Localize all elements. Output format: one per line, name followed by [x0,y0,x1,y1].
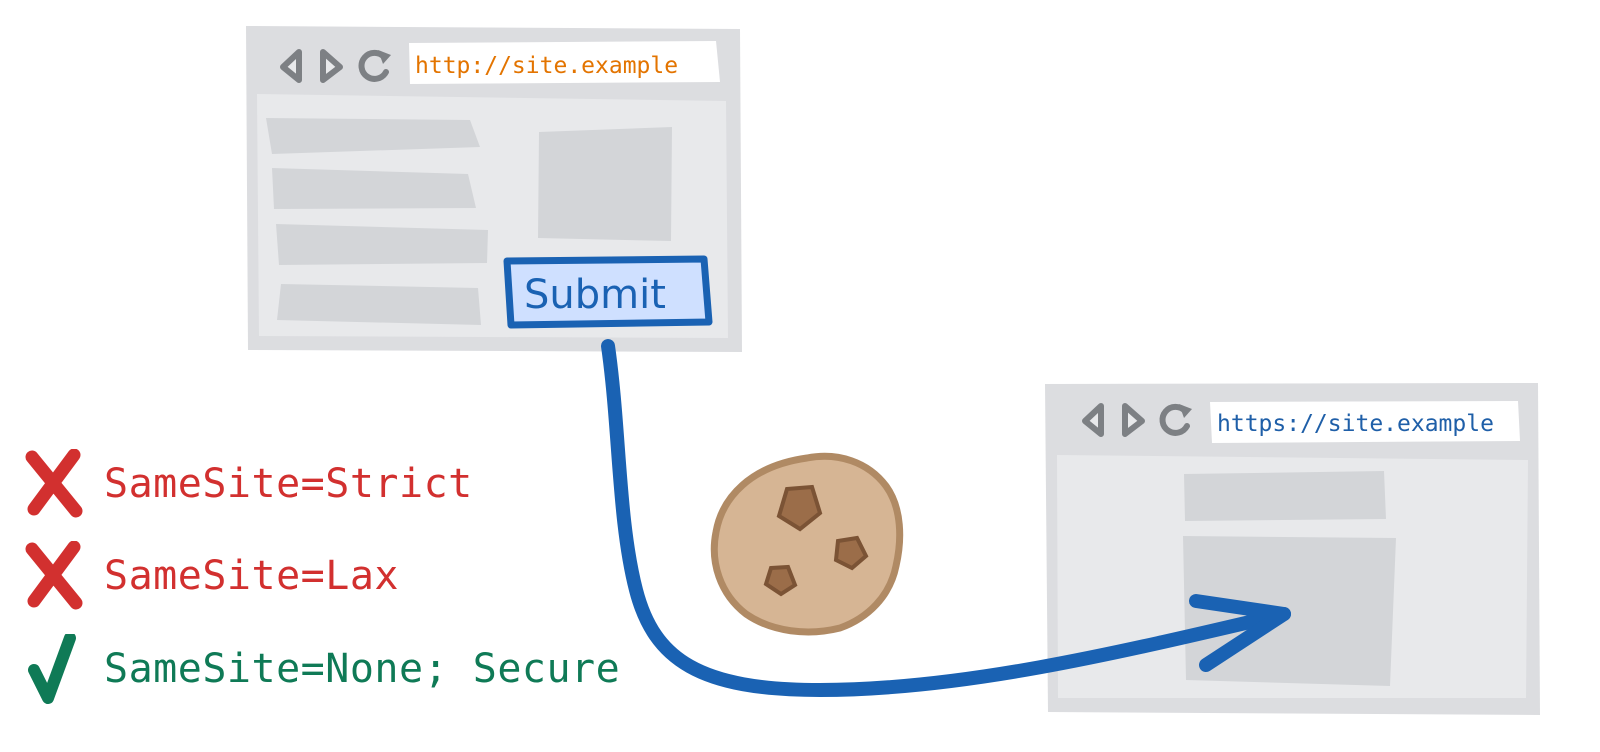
address-bar-url: http://site.example [415,53,678,79]
address-bar[interactable] [409,41,720,84]
reload-icon [358,49,391,82]
rule-text: SameSite=Strict [104,461,473,507]
arrowhead [1189,594,1291,672]
reload-icon [1159,403,1192,436]
content-placeholder [1184,471,1386,521]
content-placeholder [277,284,481,325]
forward-icon [320,49,343,83]
image-placeholder [538,127,672,241]
rule-samesite-strict: SameSite=Strict [24,449,473,519]
rule-text: SameSite=None; Secure [104,646,621,692]
back-icon [280,49,302,83]
content-placeholder [272,168,476,209]
request-arrow [601,339,1291,698]
rule-samesite-none-secure: SameSite=None; Secure [24,634,620,704]
source-browser-window: http://site.example Submit [246,26,742,352]
target-browser-window: https://site.example [1045,383,1540,715]
check-icon [28,634,76,704]
back-icon [1082,403,1104,437]
chocolate-chip [763,564,798,597]
cookie-icon [710,452,904,636]
submit-button-label: Submit [524,272,666,318]
submit-button[interactable]: Submit [503,255,713,329]
chocolate-chip [776,484,823,532]
forward-icon [1122,403,1145,437]
content-placeholder [266,118,480,154]
rule-samesite-lax: SameSite=Lax [24,541,399,611]
cross-icon [25,449,83,518]
chocolate-chip [833,535,869,571]
cross-icon [25,541,83,610]
content-placeholder [276,224,488,265]
address-bar[interactable] [1210,401,1520,443]
rule-text: SameSite=Lax [104,553,399,599]
address-bar-url: https://site.example [1217,411,1494,437]
